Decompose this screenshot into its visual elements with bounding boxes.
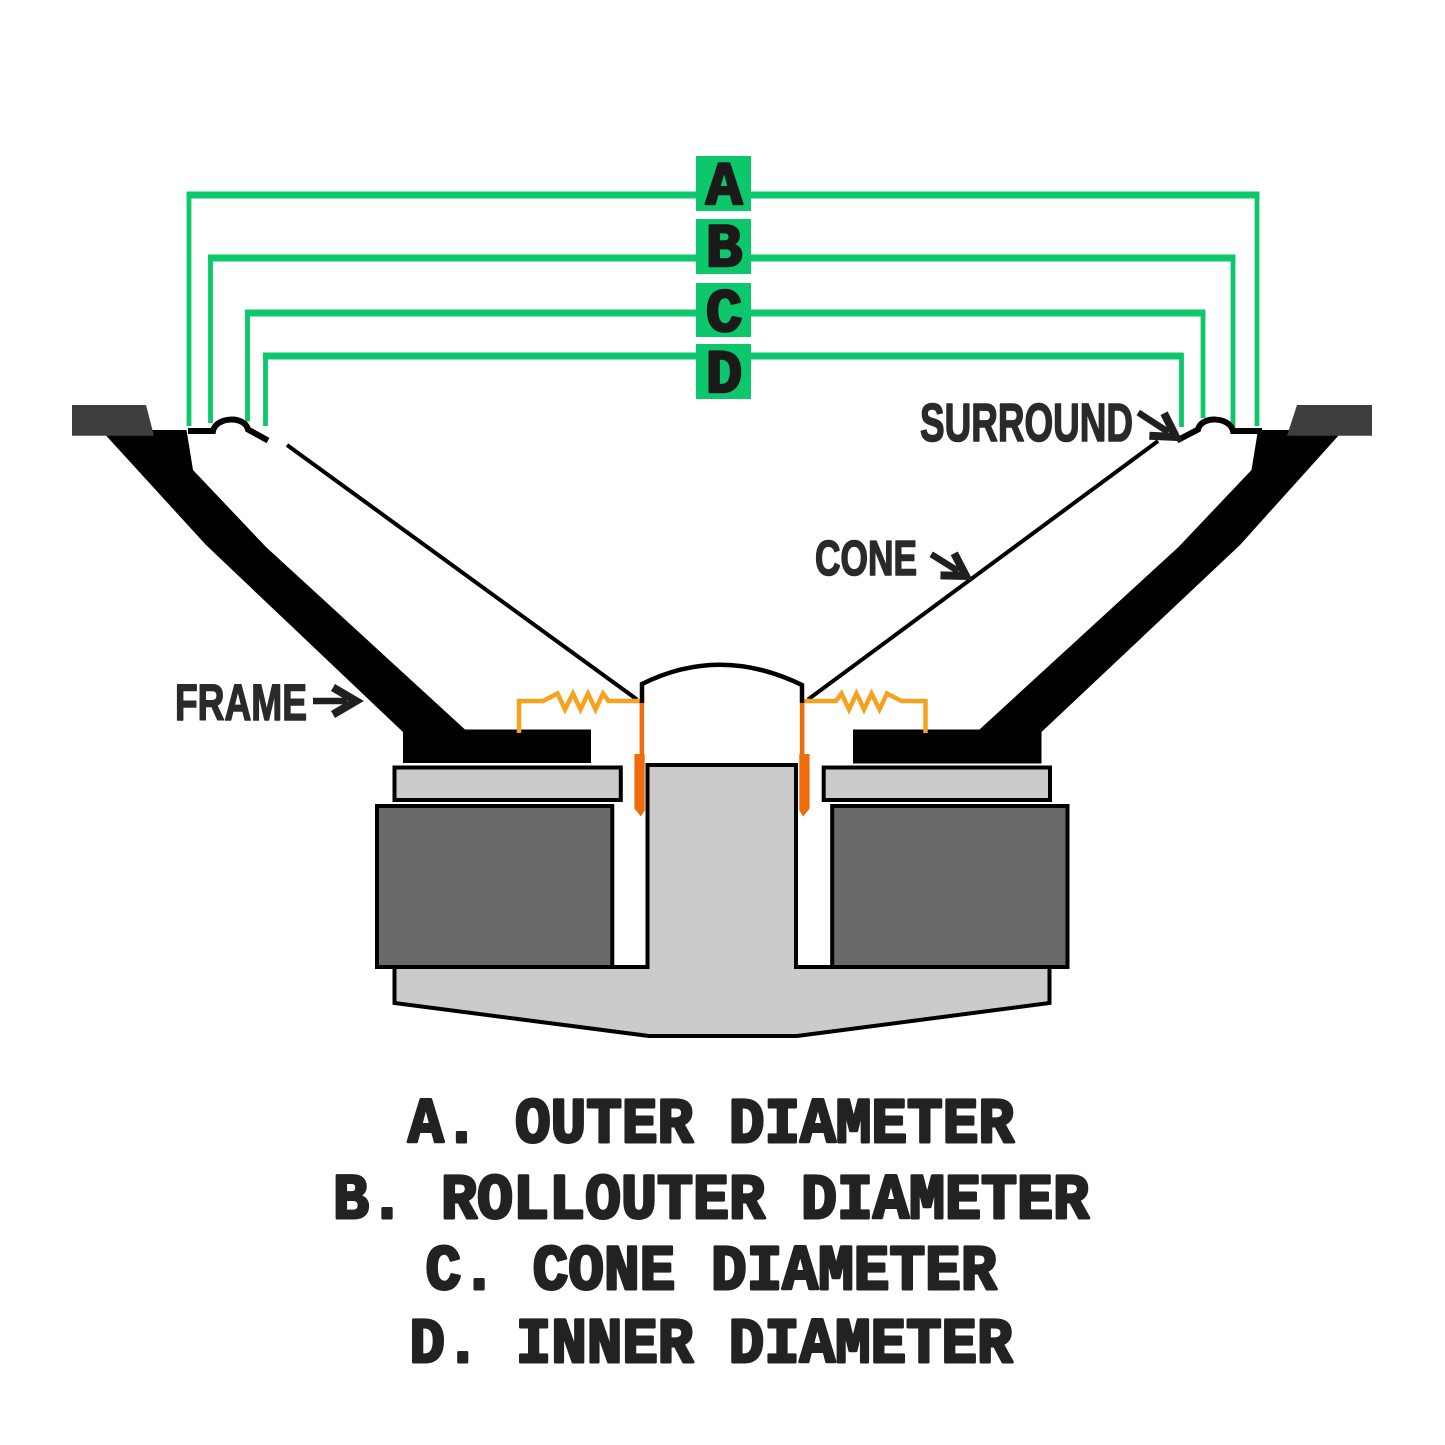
svg-text:C. CONE DIAMETER: C. CONE DIAMETER bbox=[426, 1237, 998, 1309]
svg-text:D. INNER DIAMETER: D. INNER DIAMETER bbox=[410, 1310, 1014, 1382]
svg-text:A: A bbox=[706, 154, 743, 223]
svg-text:B. ROLLOUTER DIAMETER: B. ROLLOUTER DIAMETER bbox=[333, 1166, 1090, 1238]
svg-text:C: C bbox=[706, 281, 743, 350]
svg-text:CONE: CONE bbox=[815, 532, 917, 586]
svg-text:B: B bbox=[706, 216, 743, 285]
svg-text:D: D bbox=[706, 342, 743, 411]
svg-text:FRAME: FRAME bbox=[175, 674, 307, 731]
svg-text:A. OUTER DIAMETER: A. OUTER DIAMETER bbox=[408, 1090, 1015, 1162]
svg-text:SURROUND: SURROUND bbox=[920, 393, 1133, 453]
